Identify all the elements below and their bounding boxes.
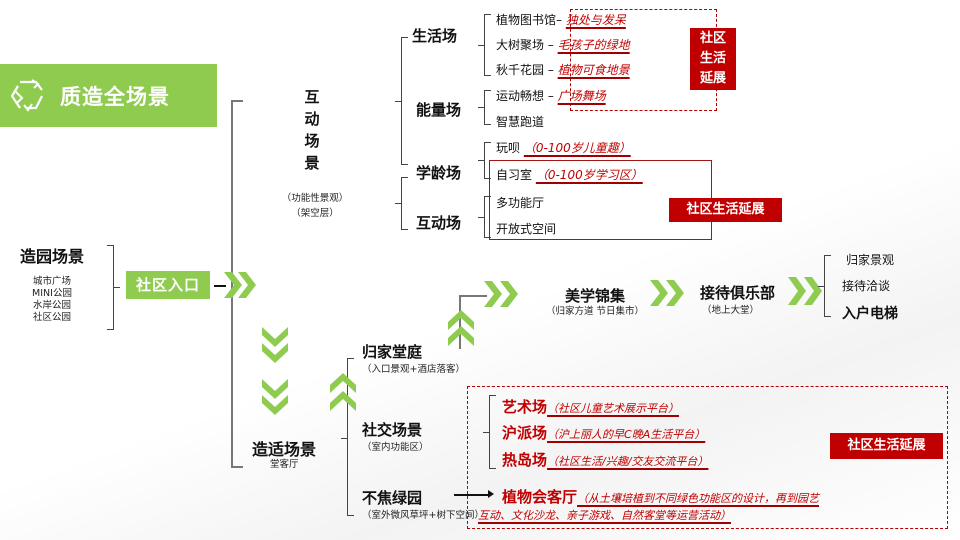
header-title-bar: 质造全场景 — [0, 64, 217, 127]
brace-interact-items — [478, 196, 491, 238]
club-sub: （地上大堂） — [702, 305, 760, 316]
interact-item: 开放式空间 — [496, 222, 557, 236]
comfort-group-home: 归家堂庭 — [362, 343, 423, 361]
life-item: 大树聚场 – 毛孩子的绿地 — [496, 38, 630, 52]
garden-item: 植物会客厅（从土壤培植到不同绿色功能区的设计，再到园艺 — [502, 488, 820, 506]
brace-life-items — [478, 14, 491, 76]
flow-line-up — [459, 295, 461, 349]
garden-item: 水岸公园 — [32, 300, 71, 311]
chevron-right-icon — [650, 280, 684, 306]
main-bracket-bottom — [231, 466, 243, 468]
chevron-down-icon — [262, 327, 288, 363]
group-interact: 互动场 — [416, 214, 462, 232]
comfort-group-home-sub: （入口景观+酒店落客） — [362, 364, 465, 375]
garden-item: 社区公园 — [32, 312, 71, 323]
aesthetic-title: 美学锦集 — [565, 287, 626, 305]
main-bracket-line — [231, 100, 233, 467]
main-bracket-top — [231, 100, 243, 102]
arrow-right-icon — [488, 490, 494, 498]
garden-arrow-line — [454, 494, 490, 496]
recycle-triangle-icon — [10, 78, 43, 112]
comfort-scene-title: 造适场景 — [252, 440, 317, 459]
study-item: 玩呗 （0-100岁儿童趣） — [496, 141, 631, 155]
garden-item-note-line2: 互动、文化沙龙、亲子游戏、自然客堂等运营活动） — [478, 509, 731, 522]
club-item: 归家景观 — [846, 253, 895, 267]
social-item: 热岛场（社区生活/兴趣/交友交流平台） — [502, 451, 709, 469]
interact-item: 多功能厅 — [496, 196, 545, 210]
brace-life-energy-study — [395, 37, 409, 165]
social-items-brace — [483, 395, 496, 469]
comfort-group-garden: 不焦绿园 — [362, 489, 423, 507]
interactive-scene-sub: （功能性景观） （架空层） — [281, 193, 349, 219]
extension-dashed-box-bottom — [467, 386, 948, 529]
energy-item: 智慧跑道 — [496, 115, 545, 129]
group-energy: 能量场 — [416, 101, 462, 119]
brace-study-items — [478, 142, 491, 179]
life-item: 秋千花园 – 植物可食地景 — [496, 63, 630, 77]
life-item: 植物图书馆– 独处与发呆 — [496, 13, 626, 27]
comfort-scene-sub: 堂客厅 — [270, 459, 299, 470]
garden-brace — [106, 245, 120, 330]
brace-study-interact — [395, 177, 409, 230]
group-study: 学龄场 — [416, 164, 462, 182]
extension-tag-mid: 社区生活延展 — [669, 198, 782, 222]
chevron-up-icon — [448, 310, 474, 346]
chevron-up-icon — [330, 373, 356, 411]
club-title: 接待俱乐部 — [700, 284, 776, 302]
community-entry-tag: 社区入口 — [126, 271, 210, 299]
connector-line — [214, 285, 226, 287]
extension-tag-top: 社区生活延展 — [690, 28, 736, 90]
energy-item: 运动畅想 – 广场舞场 — [496, 89, 606, 103]
club-brace — [818, 255, 831, 317]
garden-scene-list: 城市广场 MINI公园 水岸公园 社区公园 — [20, 276, 84, 324]
comfort-group-social-sub: （室内功能区） — [362, 442, 429, 453]
interactive-scene-title: 互 动 场 景 — [304, 88, 320, 172]
chevron-right-icon — [224, 272, 256, 298]
page-title: 质造全场景 — [60, 84, 170, 109]
comfort-group-garden-sub: （室外微风草坪+树下空间） — [362, 510, 484, 521]
comfort-group-social: 社交场景 — [362, 421, 423, 439]
chevron-right-icon — [788, 277, 822, 305]
social-item: 艺术场（社区儿童艺术展示平台） — [502, 398, 680, 416]
brace-energy-items — [478, 90, 491, 125]
garden-scene-title: 造园场景 — [20, 247, 85, 266]
chevron-down-icon — [262, 379, 288, 415]
social-item: 沪派场（沪上丽人的早C晚A生活平台） — [502, 424, 706, 442]
club-item: 入户电梯 — [842, 306, 898, 322]
club-item: 接待洽谈 — [842, 279, 891, 293]
comfort-brace — [341, 358, 355, 516]
group-life: 生活场 — [412, 27, 458, 45]
garden-item: MINI公园 — [32, 288, 72, 299]
extension-tag-bottom: 社区生活延展 — [830, 433, 943, 459]
garden-item: 城市广场 — [32, 276, 71, 287]
aesthetic-sub: （归家方道 节日集市） — [546, 306, 645, 317]
chevron-right-icon — [484, 281, 518, 307]
study-item: 自习室 （0-100岁学习区） — [496, 168, 643, 182]
flow-line-right — [459, 295, 487, 297]
